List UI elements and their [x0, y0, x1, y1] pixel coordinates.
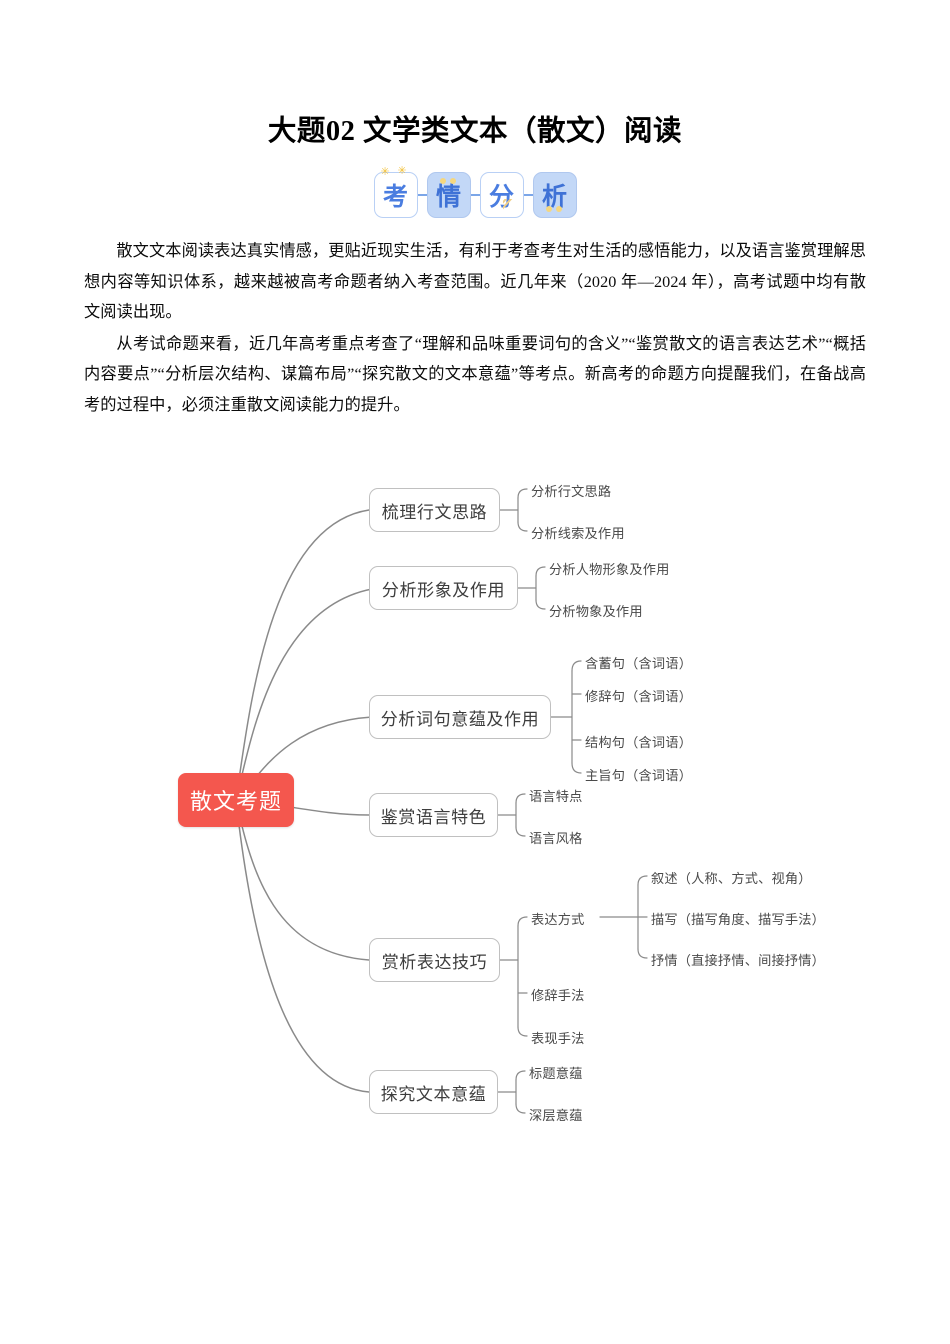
- mindmap-branch-node-1[interactable]: 梳理行文思路: [369, 488, 500, 532]
- mindmap-branch-node-3[interactable]: 分析词句意蕴及作用: [369, 695, 551, 739]
- mindmap-leaf-3-3[interactable]: 结构句（含词语）: [585, 735, 693, 750]
- paragraph-2: 从考试命题来看，近几年高考重点考查了“理解和品味重要词句的含义”“鉴赏散文的语言…: [84, 334, 866, 414]
- sparkle-icon: ✳: [397, 164, 407, 177]
- dot-pair-decoration: [545, 206, 562, 212]
- badge-box-kao: ✳ ✳ 考: [373, 165, 418, 218]
- dot-pair-decoration: [439, 178, 456, 184]
- badge-char-1: 考: [382, 183, 408, 211]
- mindmap-diagram: 散文考题 梳理行文思路 分析形象及作用 分析词句意蕴及作用 鉴赏语言特色 赏析表…: [0, 455, 950, 1145]
- mindmap-leaf-5-3[interactable]: 表现手法: [531, 1031, 585, 1046]
- badge-connector: [417, 193, 427, 197]
- page-title: 大题02 文学类文本（散文）阅读: [267, 116, 683, 147]
- mindmap-branch-node-5[interactable]: 赏析表达技巧: [369, 938, 500, 982]
- mindmap-subleaf-5-2[interactable]: 描写（描写角度、描写手法）: [651, 912, 826, 927]
- badge-inner: ✳ ✳ 考 情 分 析: [373, 165, 577, 218]
- badge-box-fen: 分: [479, 172, 524, 218]
- kaoqing-fenxi-badge: ✳ ✳ 考 情 分 析: [0, 165, 950, 218]
- badge-char-2: 情: [435, 183, 461, 211]
- mindmap-leaf-6-2[interactable]: 深层意蕴: [529, 1108, 583, 1123]
- body-text: 散文文本阅读表达真实情感，更贴近现实生活，有利于考查考生对生活的感悟能力，以及语…: [84, 236, 866, 420]
- mindmap-subleaf-5-3[interactable]: 抒情（直接抒情、间接抒情）: [651, 953, 826, 968]
- mindmap-root-node[interactable]: 散文考题: [178, 773, 294, 827]
- mindmap-leaf-1-1[interactable]: 分析行文思路: [531, 484, 612, 499]
- badge-box-qing: 情: [426, 172, 471, 218]
- mindmap-leaf-6-1[interactable]: 标题意蕴: [529, 1066, 583, 1081]
- stripe-decoration: [502, 199, 520, 214]
- mindmap-leaf-1-2[interactable]: 分析线索及作用: [531, 526, 625, 541]
- mindmap-leaf-5-2[interactable]: 修辞手法: [531, 988, 585, 1003]
- mindmap-branch-node-2[interactable]: 分析形象及作用: [369, 566, 518, 610]
- mindmap-leaf-4-2[interactable]: 语言风格: [529, 831, 583, 846]
- badge-char-3: 分: [488, 183, 514, 211]
- mindmap-leaf-3-2[interactable]: 修辞句（含词语）: [585, 689, 693, 704]
- mindmap-leaf-5-1[interactable]: 表达方式: [531, 912, 585, 927]
- sparkle-icon: ✳: [380, 165, 390, 178]
- mindmap-leaf-2-2[interactable]: 分析物象及作用: [549, 604, 643, 619]
- mindmap-leaf-3-1[interactable]: 含蓄句（含词语）: [585, 656, 693, 671]
- badge-connector: [470, 193, 480, 197]
- mindmap-leaf-3-4[interactable]: 主旨句（含词语）: [585, 768, 693, 783]
- mindmap-branch-node-6[interactable]: 探究文本意蕴: [369, 1070, 498, 1114]
- badge-box-xi: 析: [532, 172, 577, 218]
- mindmap-leaf-2-1[interactable]: 分析人物形象及作用: [549, 562, 670, 577]
- mindmap-branch-node-4[interactable]: 鉴赏语言特色: [369, 793, 498, 837]
- mindmap-leaf-4-1[interactable]: 语言特点: [529, 789, 583, 804]
- paragraph-1: 散文文本阅读表达真实情感，更贴近现实生活，有利于考查考生对生活的感悟能力，以及语…: [84, 242, 866, 321]
- badge-connector: [523, 193, 533, 197]
- mindmap-subleaf-5-1[interactable]: 叙述（人称、方式、视角）: [651, 871, 812, 886]
